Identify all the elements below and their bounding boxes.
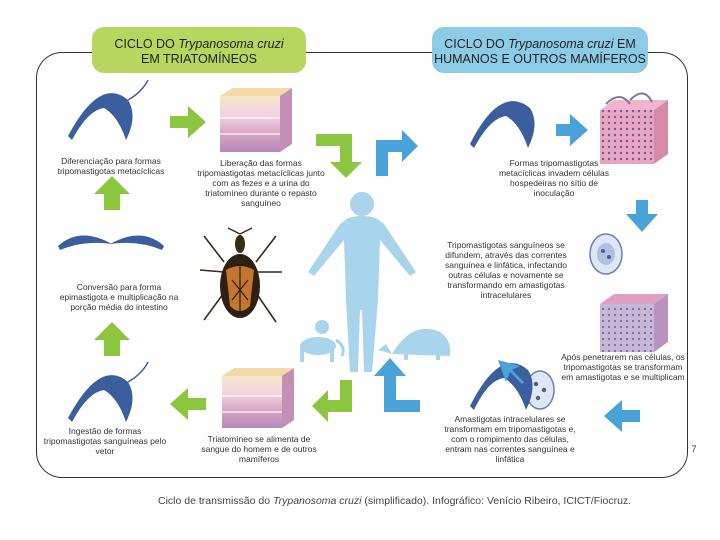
armadillo-silhouette [378,328,451,360]
arrow-blue-right-top [556,114,588,146]
arrow-green-right-top [170,106,206,138]
header-left-text-2: EM TRIATOMÍNEOS [141,52,257,66]
header-triatomineos: CICLO DO Trypanosoma cruzi EM TRIATOMÍNE… [92,27,306,73]
arrow-blue-left-bottom [604,400,640,432]
label-tripomastigotas-sanguineos: Tripomastigotas sanguíneos se difundem, … [445,240,567,300]
figure-caption: Ciclo de transmissão do Trypanosoma cruz… [158,495,678,507]
label-amastigotas-intracelulares: Amastigotas intracelulares se transforma… [444,414,576,464]
parasite-epimastigota [58,235,164,250]
arrow-blue-elbow-bottom [374,358,420,412]
arrow-blue-down-right [626,200,658,232]
label-ingestao: Ingestão de formas tripomastigotas sangu… [43,426,167,456]
kissing-bug [199,227,282,323]
arrow-green-up-2 [94,322,130,356]
label-formas-invadem: Formas tripomastigotas metacíclicas inva… [498,158,610,198]
arrow-green-left-bottom [170,388,206,420]
dog-silhouette [300,320,345,362]
header-humanos: CICLO DO Trypanosoma cruzi EM HUMANOS E … [432,27,648,73]
header-right-species: Trypanosoma cruzi [508,37,614,51]
arrow-green-up-1 [94,176,130,210]
human-silhouette [308,192,416,372]
label-apos-penetrarem: Após penetrarem nas células, os tripomas… [561,352,685,382]
header-right-text-2: HUMANOS E OUTROS MAMÍFEROS [434,52,646,66]
caption-species: Trypanosoma cruzi [272,495,362,507]
page-number: 7 [691,444,697,454]
skin-block-top [220,88,292,152]
header-left-species: Trypanosoma cruzi [178,37,284,51]
arrow-blue-up-left [498,360,524,384]
parasite-amastigota-release [470,363,533,410]
skin-block-bottom [222,368,294,428]
caption-credit: (simplificado). Infográfico: Venício Rib… [361,495,632,507]
label-liberacao: Liberação das formas tripomastigotas met… [197,158,325,208]
label-diferenciacao: Diferenciação para formas tripomastigota… [57,156,165,176]
parasite-invasao [470,101,535,148]
label-conversao: Conversão para forma epimastigota e mult… [59,282,179,312]
parasite-diferenciacao [68,79,149,140]
header-right-text: CICLO DO [444,37,509,51]
cycle-frame [36,52,688,478]
header-left-text: CICLO DO [114,37,179,51]
arrow-green-elbow-top [316,134,362,178]
header-right-text-post: EM [613,37,636,51]
infected-cell [589,233,623,275]
cell-cube-top [600,92,668,164]
arrow-blue-elbow-top [376,130,418,176]
caption-text: Ciclo de transmissão do [158,495,273,507]
label-triatomineo-alimenta: Triatomíneo se alimenta de sangue do hom… [201,434,317,464]
parasite-ingestao [68,361,149,422]
arrow-green-elbow-bottom [312,380,352,422]
cell-cube-bottom [600,294,668,352]
